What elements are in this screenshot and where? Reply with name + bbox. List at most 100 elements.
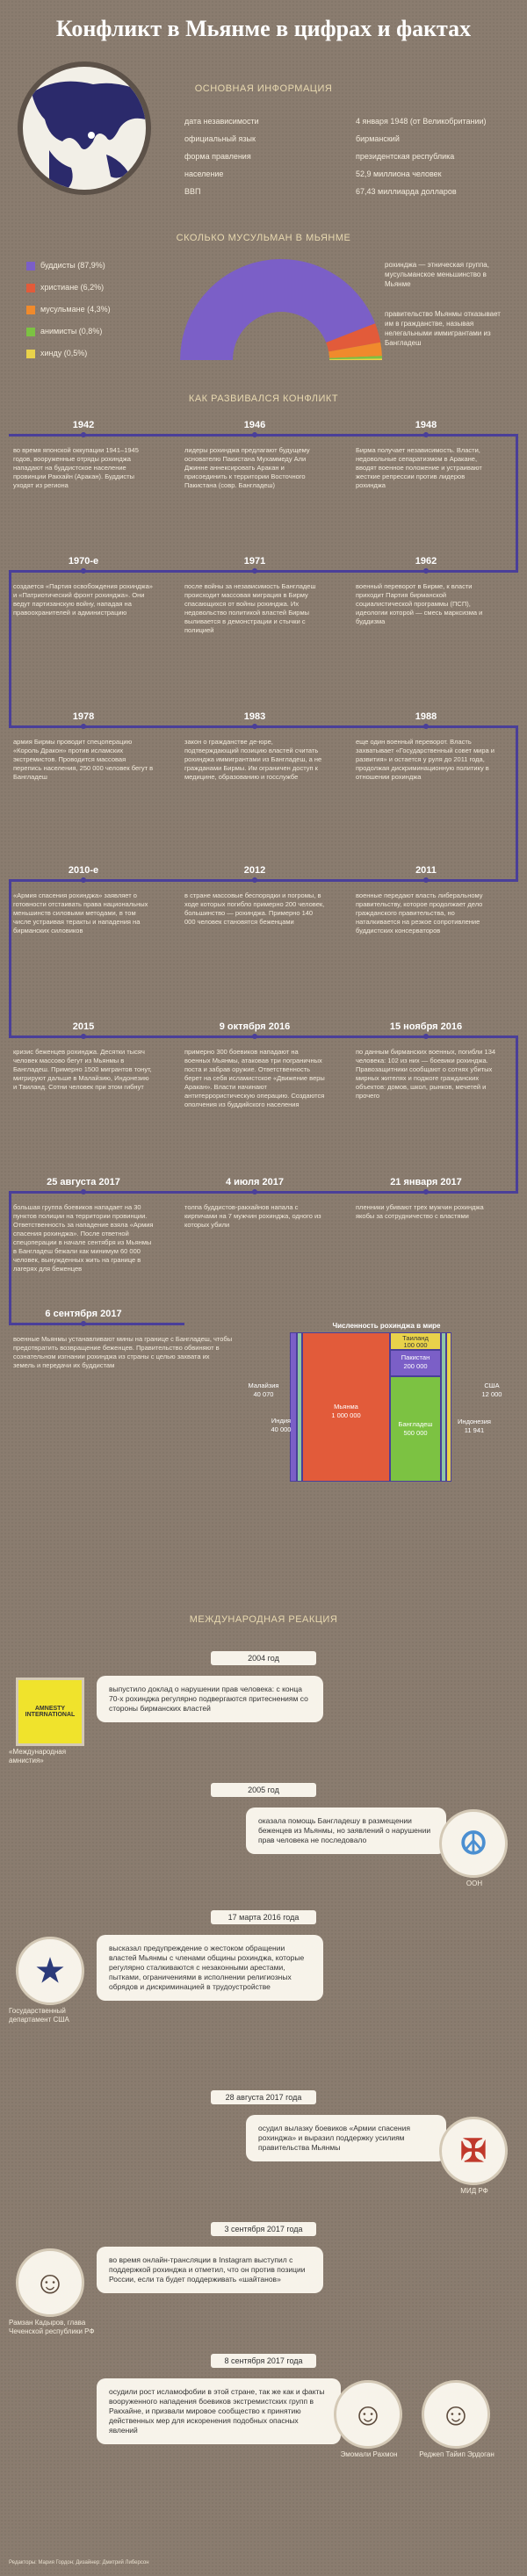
reaction-date: 2004 год — [211, 1651, 316, 1665]
legend-buddhists: буддисты (87,9%) — [26, 261, 105, 271]
donut-slice-1 — [326, 323, 381, 352]
religion-donut-chart — [180, 259, 382, 360]
timeline-event-text: Бирма получает независимость. Власти, не… — [356, 446, 482, 489]
mekko-value-india: 40 000 — [271, 1425, 292, 1433]
donut-slice-3 — [328, 356, 382, 360]
timeline-year: 21 января 2017 — [390, 1177, 462, 1187]
timeline-dot — [252, 877, 257, 883]
timeline-connector — [9, 725, 518, 728]
timeline-year: 4 июля 2017 — [226, 1177, 284, 1187]
reaction-date: 28 августа 2017 года — [211, 2090, 316, 2104]
reaction-author: ООН — [466, 1880, 483, 1887]
timeline-dot — [81, 568, 86, 574]
timeline-year: 2015 — [72, 1021, 95, 1032]
timeline-dot — [423, 724, 429, 729]
timeline-dot — [81, 1034, 86, 1039]
timeline-dot — [423, 432, 429, 437]
mekko-label-myanmar: Мьянма — [334, 1403, 358, 1411]
page-title: Конфликт в Мьянме в цифрах и фактах — [55, 16, 472, 41]
reaction-date: 8 сентября 2017 года — [211, 2354, 316, 2368]
mekko-value-bangladesh: 500 000 — [403, 1429, 428, 1437]
main-info-heading: ОСНОВНАЯ ИНФОРМАЦИЯ — [194, 83, 333, 94]
reaction-logo-icon: ★ — [16, 1937, 84, 2005]
reaction-author: Государственный департамент США — [9, 2007, 69, 2024]
reaction-heading: МЕЖДУНАРОДНАЯ РЕАКЦИЯ — [189, 1614, 338, 1625]
globe-map-icon — [18, 61, 151, 195]
donut-slice-0 — [180, 259, 376, 360]
timeline-year: 1988 — [415, 711, 437, 722]
mekko-bar-indonesia — [441, 1332, 446, 1482]
timeline-connector — [516, 434, 518, 570]
timeline-year: 1962 — [415, 556, 437, 566]
timeline-dot — [252, 1034, 257, 1039]
rohingya-note: рохинджа — этническая группа, мусульманс… — [385, 261, 489, 288]
timeline-year: 1978 — [72, 711, 95, 722]
mekko-bar-india — [297, 1332, 302, 1482]
timeline-dot — [81, 1189, 86, 1194]
mekko-value-pakistan: 200 000 — [403, 1362, 428, 1370]
timeline-event-text: создается «Партия освобождения рохинджа»… — [13, 582, 153, 617]
reaction-statement: высказал предупреждение о жестоком обращ… — [97, 1935, 323, 2001]
timeline-year: 25 августа 2017 — [47, 1177, 120, 1187]
timeline-connector — [516, 1035, 518, 1191]
mekko-value-thailand: 100 000 — [403, 1341, 428, 1349]
legend-muslims: мусульмане (4,3%) — [26, 305, 111, 314]
timeline-event-text: после войны за независимость Бангладеш п… — [184, 582, 316, 634]
reaction-statement: выпустило доклад о нарушении прав челове… — [97, 1676, 323, 1722]
mekko-value-malaysia: 40 070 — [253, 1390, 274, 1398]
timeline-dot — [81, 1321, 86, 1326]
reaction-logo-icon: ☮ — [439, 1809, 508, 1878]
timeline-year: 6 сентября 2017 — [45, 1309, 122, 1319]
timeline-event-text: пленники убивают трех мужчин рохинджа як… — [356, 1203, 484, 1220]
timeline-year: 1946 — [243, 420, 266, 430]
donut-slice-4 — [328, 358, 382, 360]
timeline-event-text: военные Мьянмы устанавливают мины на гра… — [13, 1335, 233, 1369]
legend-christians: христиане (6,2%) — [26, 283, 104, 292]
timeline-year: 1971 — [243, 556, 266, 566]
reaction-author: «Международная амнистия» — [9, 1748, 67, 1764]
timeline-event-text: толпа буддистов-ракхайнов напала с кирпи… — [184, 1203, 321, 1229]
timeline-connector — [9, 1191, 11, 1323]
reaction-author: МИД РФ — [460, 2187, 488, 2195]
timeline-event-text: еще один военный переворот. Власть захва… — [356, 738, 495, 781]
timeline-dot — [252, 568, 257, 574]
timeline-dot — [423, 877, 429, 883]
timeline-dot — [252, 1189, 257, 1194]
reaction-date: 2005 год — [211, 1783, 316, 1797]
timeline-event-text: военные передают власть либеральному пра… — [356, 891, 483, 934]
reaction-statement: осудили рост исламофобии в этой стране, … — [97, 2378, 341, 2444]
timeline-event-text: примерно 300 боевиков нападают на военны… — [184, 1048, 325, 1108]
donut-slice-2 — [328, 342, 382, 358]
reaction-logo-icon: AMNESTY INTERNATIONAL — [16, 1678, 84, 1746]
mekko-bar-bangladesh — [390, 1376, 441, 1482]
legend-animists: анимисты (0,8%) — [26, 327, 102, 336]
timeline-event-text: во время японской оккупации 1941–1945 го… — [13, 446, 139, 489]
reaction-statement: осудил вылазку боевиков «Армии спасения … — [246, 2115, 446, 2161]
mekko-label-usa: США — [484, 1382, 500, 1389]
reaction-date: 17 марта 2016 года — [211, 1910, 316, 1924]
timeline-event-text: лидеры рохинджа предлагают будущему осно… — [184, 446, 310, 489]
timeline-dot — [252, 432, 257, 437]
timeline-event-text: кризис беженцев рохинджа. Десятки тысяч … — [13, 1048, 152, 1091]
mekko-value-indonesia: 11 941 — [464, 1426, 485, 1434]
timeline-connector — [516, 725, 518, 879]
timeline-connector — [9, 1035, 518, 1038]
timeline-event-text: военный переворот в Бирме, к власти прих… — [356, 582, 483, 625]
timeline-year: 1970-е — [68, 556, 99, 566]
reaction-author: Эмомали Рахмон — [340, 2450, 398, 2458]
timeline-year: 9 октября 2016 — [219, 1021, 291, 1032]
religion-heading: СКОЛЬКО МУСУЛЬМАН В МЬЯНМЕ — [176, 233, 351, 243]
footer-credits: Редакторы: Мария Гордон; Дизайнер: Дмитр… — [9, 2560, 149, 2565]
timeline-dot — [423, 1189, 429, 1194]
reaction-logo-icon: ✠ — [439, 2117, 508, 2185]
mekko-bar-malaysia — [290, 1332, 297, 1482]
mekko-bar-myanmar — [302, 1332, 390, 1482]
timeline-connector — [9, 1191, 518, 1194]
timeline-dot — [81, 724, 86, 729]
timeline-year: 2010-е — [68, 865, 99, 876]
mekko-title: Численность рохинджа в мире — [332, 1322, 441, 1330]
